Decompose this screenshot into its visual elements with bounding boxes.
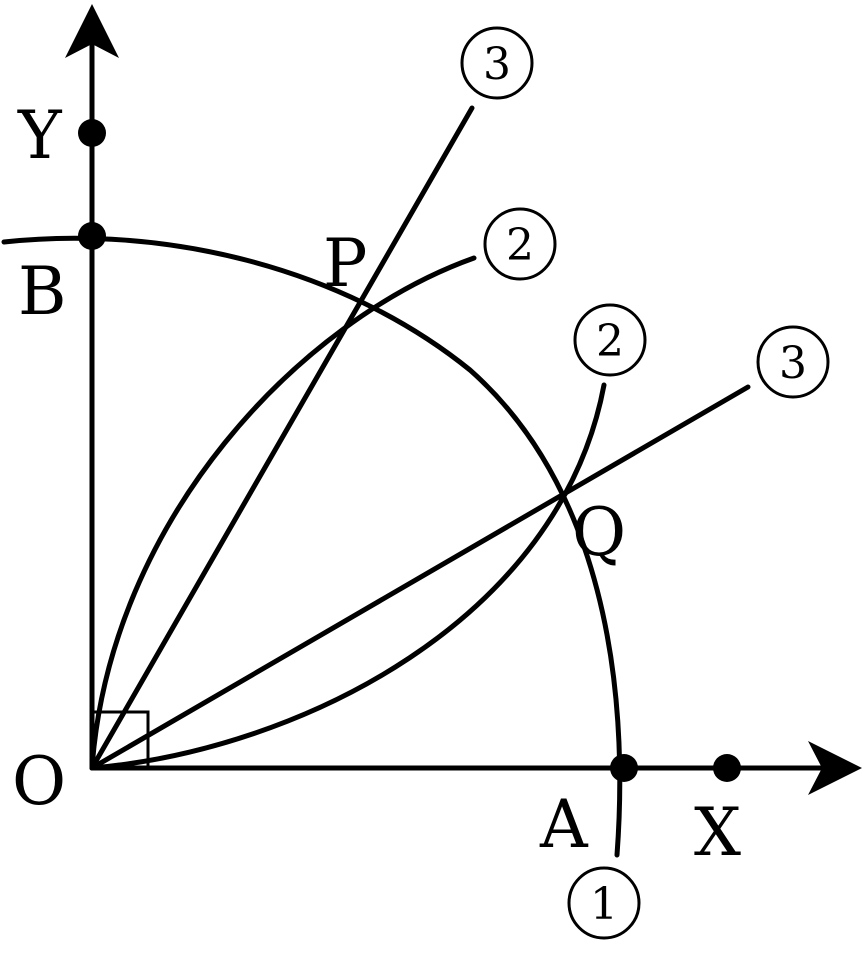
- label-a: A: [539, 786, 589, 863]
- right-angle-mark: [90, 710, 150, 770]
- svg-text:1: 1: [590, 879, 618, 930]
- point-a-dot: [610, 754, 638, 782]
- step-marker-arc-2-upper: 2: [483, 207, 557, 281]
- arc-2-upper: [89, 255, 477, 771]
- label-o: O: [12, 743, 66, 820]
- line-3-upper: [89, 105, 475, 771]
- step-marker-line-3-lower: 3: [756, 325, 830, 399]
- label-y: Y: [17, 97, 63, 174]
- point-x-dot: [713, 754, 741, 782]
- svg-text:3: 3: [779, 338, 807, 389]
- svg-text:2: 2: [596, 316, 624, 367]
- ray-oy-arrowhead: [65, 4, 119, 58]
- arc-2-lower: [89, 382, 607, 771]
- arc-1: [1, 235, 623, 858]
- point-y-dot: [78, 119, 106, 147]
- label-p: P: [323, 225, 367, 302]
- point-b-dot: [78, 222, 106, 250]
- line-3-lower: [89, 384, 751, 771]
- step-marker-arc-2-lower: 2: [573, 303, 647, 377]
- step-marker-arc-1: 1: [567, 866, 641, 940]
- ray-ox-arrowhead: [808, 741, 862, 795]
- label-x: X: [694, 794, 741, 871]
- label-q: Q: [572, 494, 626, 571]
- svg-text:2: 2: [506, 220, 534, 271]
- svg-text:3: 3: [483, 39, 511, 90]
- step-marker-line-3-upper: 3: [460, 26, 534, 100]
- label-b: B: [18, 253, 67, 330]
